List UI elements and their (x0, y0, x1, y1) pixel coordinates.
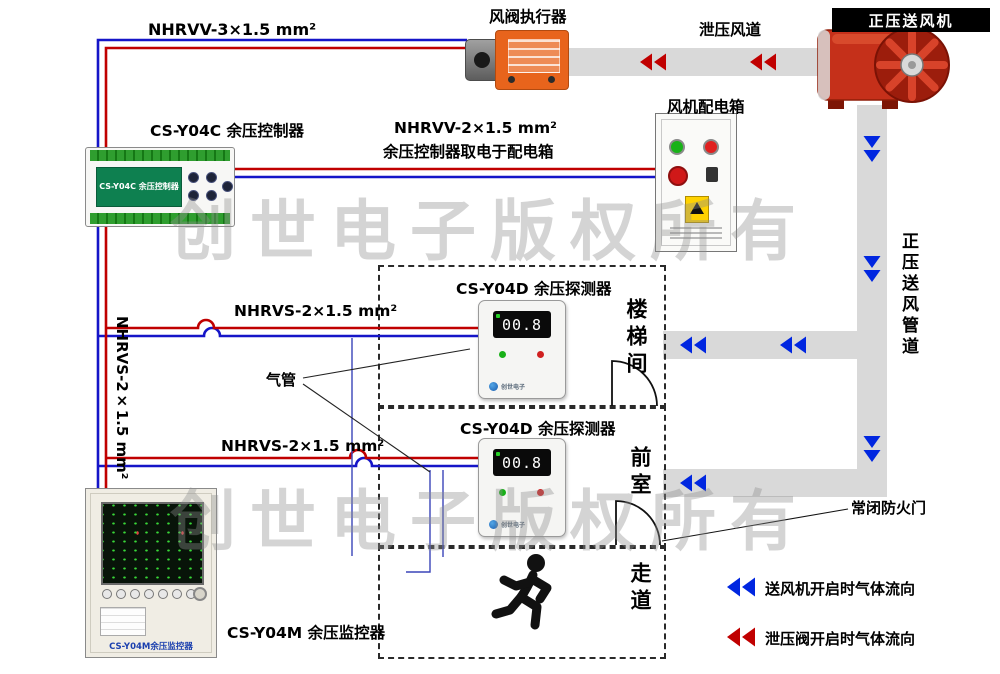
cable-label-nhrvv3: NHRVV-3×1.5 mm² (148, 20, 317, 39)
emergency-stop-button (668, 166, 688, 186)
cable-label-nhrvv2-note: 余压控制器取电于配电箱 (383, 143, 554, 161)
actuator-knob (474, 52, 490, 68)
controller-display: CS-Y04C 余压控制器 (96, 167, 182, 207)
relief-duct (565, 48, 820, 76)
cable-label-nhrvs-frontroom: NHRVS-2×1.5 mm² (221, 437, 385, 455)
running-person-icon (488, 552, 560, 636)
legend-relief-flow-label: 泄压阀开启时气体流向 (765, 630, 916, 648)
legend-red-arrow (742, 627, 755, 647)
actuator-label-sticker (508, 39, 560, 73)
fan-blades (876, 29, 948, 101)
fan-title-plate: 正压送风机 (832, 8, 990, 32)
supply-branch-frontroom (663, 469, 857, 497)
actuator-screw (508, 76, 515, 83)
corridor-zone-box (378, 545, 666, 659)
monitor-panel-text: CS-Y04M余压监控器 (109, 642, 193, 652)
brand-icon (489, 382, 498, 391)
fire-door-leader-line (661, 508, 849, 542)
controller-button (222, 181, 233, 192)
detector-display: 00.8 (493, 449, 551, 476)
brand-text: 创世电子 (501, 522, 526, 529)
pressure-detector-stairwell: 00.8 创世电子 (478, 300, 566, 399)
pressure-supply-fan (810, 16, 952, 116)
monitor-title: CS-Y04M 余压监控器 (227, 624, 386, 642)
legend-blue-arrow (727, 577, 740, 597)
legend-red-arrow (727, 627, 740, 647)
fan-power-distribution-box (655, 113, 737, 252)
terminal-strip (90, 213, 230, 224)
room-label-frontroom: 前室 (628, 446, 652, 500)
power-led (496, 452, 500, 456)
pressure-controller-cs-y04c: CS-Y04C 余压控制器 (85, 147, 235, 227)
controller-button (188, 190, 199, 201)
controller-button (206, 172, 217, 183)
power-led (496, 314, 500, 318)
key-lock (193, 587, 207, 601)
detector-display: 00.8 (493, 311, 551, 338)
supply-duct-vertical (857, 105, 887, 497)
brand-text: 创世电子 (501, 384, 526, 391)
electric-hazard-sticker (685, 196, 709, 223)
legend-relief-flow: 泄压阀开启时气体流向 (765, 628, 915, 649)
supply-branch-stairwell (663, 331, 857, 359)
run-led (499, 489, 506, 496)
red-indicator-lamp (703, 139, 719, 155)
room-label-corridor: 走道 (628, 562, 652, 616)
monitor-led-matrix (101, 502, 204, 585)
terminal-strip (90, 150, 230, 161)
brand-logo: 创世电子 (489, 520, 525, 529)
run-led (499, 351, 506, 358)
cable-label-nhrvs-stairwell: NHRVS-2×1.5 mm² (234, 302, 398, 320)
brand-icon (489, 520, 498, 529)
controller-title: CS-Y04C 余压控制器 (150, 122, 305, 140)
distbox-door (661, 119, 731, 246)
vent-louvers (670, 227, 722, 242)
distbox-title: 风机配电箱 (667, 98, 745, 116)
legend-supply-flow-label: 送风机开启时气体流向 (765, 580, 916, 598)
fault-led (537, 351, 544, 358)
legend-blue-arrow (742, 577, 755, 597)
controller-button (188, 172, 199, 183)
fan-image (817, 27, 950, 109)
actuator-title: 风阀执行器 (489, 8, 567, 26)
relief-duct-label: 泄压风道 (699, 21, 762, 39)
controller-button (206, 190, 217, 201)
detector1-title: CS-Y04D 余压探测器 (456, 280, 612, 298)
green-indicator-lamp (669, 139, 685, 155)
actuator-screw (548, 76, 555, 83)
monitor-door (90, 493, 212, 653)
fault-led (537, 489, 544, 496)
fire-door-label: 常闭防火门 (851, 499, 927, 517)
actuator-body (495, 30, 569, 90)
room-label-stairwell: 楼梯间 (624, 298, 648, 379)
detector2-title: CS-Y04D 余压探测器 (460, 420, 616, 438)
selector-switch (706, 167, 718, 182)
frontroom-zone-box (378, 405, 666, 549)
cable-label-nhrvv2: NHRVV-2×1.5 mm² (394, 119, 557, 137)
monitor-buttons (102, 589, 196, 599)
label-card (100, 607, 146, 636)
pressure-detector-frontroom: 00.8 创世电子 (478, 438, 566, 537)
supply-duct-label: 正压送风管道 (898, 232, 918, 358)
cable-label-nhrvs-riser: NHRVS-2×1.5 mm² (113, 316, 131, 480)
brand-logo: 创世电子 (489, 382, 525, 391)
pressure-monitor-cs-y04m: CS-Y04M余压监控器 (85, 488, 217, 658)
damper-actuator (465, 30, 569, 90)
air-tube-label: 气管 (266, 371, 297, 389)
legend-supply-flow: 送风机开启时气体流向 (765, 578, 915, 599)
